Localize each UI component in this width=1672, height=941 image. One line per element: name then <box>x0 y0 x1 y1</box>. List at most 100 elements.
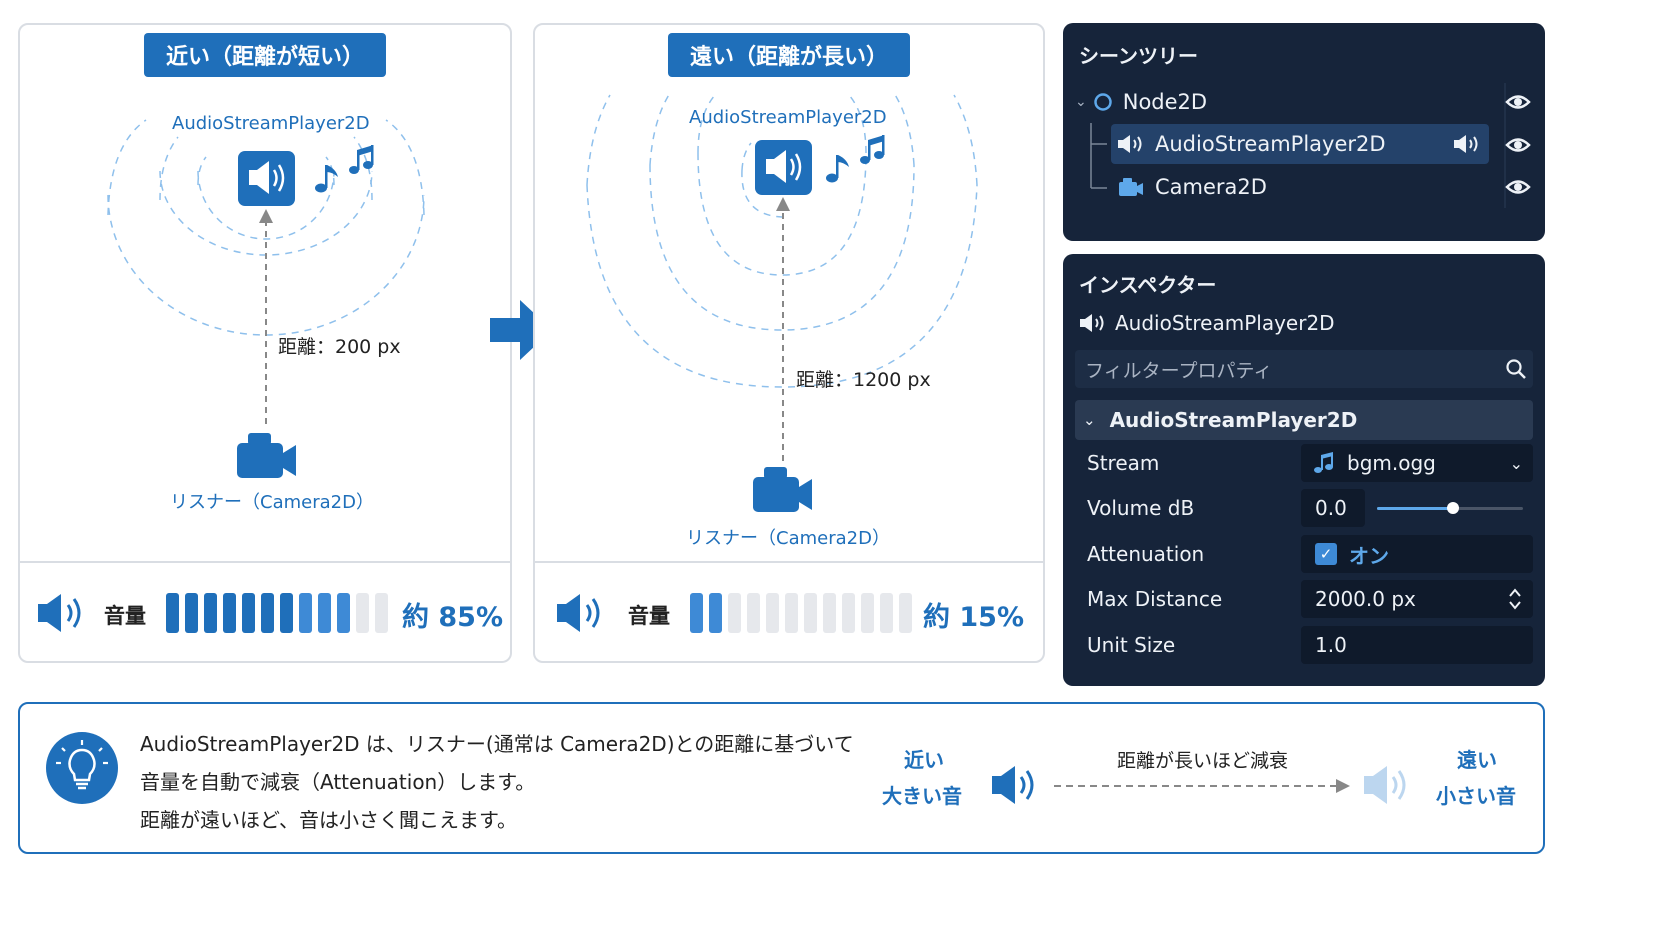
chevron-down-icon: ⌄ <box>1083 411 1096 429</box>
property-key: Max Distance <box>1087 587 1223 611</box>
loud-speaker-icon <box>992 766 1034 804</box>
near-panel: 近い（距離が短い） <box>18 23 512 663</box>
far-emitter-label: AudioStreamPlayer2D <box>689 107 887 128</box>
volume-segment <box>823 593 836 633</box>
volume-slider-knob[interactable] <box>1446 502 1459 514</box>
tree-node-label: Camera2D <box>1155 175 1267 199</box>
property-key: Stream <box>1087 451 1160 475</box>
volume-segment <box>766 593 779 633</box>
unit-size-field[interactable]: 1.0 <box>1301 626 1533 664</box>
fade-arrow <box>1054 779 1350 793</box>
inspector-panel: インスペクター AudioStreamPlayer2D フィルタープロパティ ⌄… <box>1063 254 1545 686</box>
visibility-eye-icon[interactable] <box>1505 89 1531 115</box>
right-arrow-icon <box>490 300 552 360</box>
visibility-eye-icon[interactable] <box>1505 174 1531 200</box>
volume-slider-fill <box>1377 507 1453 510</box>
attenuation-value: オン <box>1349 543 1389 568</box>
speaker-icon <box>1080 314 1104 332</box>
property-attenuation: Attenuation ✓ オン <box>1075 533 1533 575</box>
volume-segment <box>204 593 217 633</box>
tree-node-label: Node2D <box>1122 90 1208 114</box>
near-divider <box>20 561 510 563</box>
far-label-2: 小さい音 <box>1436 784 1516 808</box>
section-header[interactable]: ⌄ AudioStreamPlayer2D <box>1075 400 1533 440</box>
chevron-down-icon[interactable]: ⌄ <box>1075 94 1087 110</box>
tree-node-node2d[interactable]: ⌄ Node2D <box>1075 82 1531 122</box>
attenuation-toggle[interactable]: ✓ オン <box>1301 535 1533 573</box>
unit-size-value: 1.0 <box>1315 633 1347 657</box>
scene-tree-panel: シーンツリー ⌄ Node2D AudioStreamPlayer2D <box>1063 23 1545 241</box>
info-panel: AudioStreamPlayer2D は、リスナー(通常は Camera2D)… <box>18 702 1545 854</box>
lightbulb-icon <box>46 732 118 804</box>
volume-segment <box>242 593 255 633</box>
property-stream: Stream bgm.ogg ⌄ <box>1075 442 1533 484</box>
volume-segment <box>299 593 312 633</box>
stream-value: bgm.ogg <box>1347 451 1436 475</box>
volume-segment <box>166 593 179 633</box>
stream-select[interactable]: bgm.ogg ⌄ <box>1301 444 1533 482</box>
volume-segment <box>709 593 722 633</box>
volume-segment <box>899 593 912 633</box>
checkbox-checked-icon[interactable]: ✓ <box>1315 543 1337 565</box>
far-listener-label: リスナー（Camera2D） <box>686 528 890 549</box>
tree-lines <box>1090 83 1506 208</box>
far-divider <box>535 561 1043 563</box>
audio-file-icon <box>1314 452 1333 473</box>
near-title: 近い（距離が短い） <box>143 33 387 77</box>
speaker-icon <box>1118 135 1142 153</box>
property-volume-db: Volume dB 0.0 <box>1075 487 1533 529</box>
near-visual <box>107 119 425 478</box>
far-distance-label: 距離：1200 px <box>796 369 931 391</box>
near-volume-meter <box>166 593 388 633</box>
volume-segment <box>785 593 798 633</box>
volume-segment <box>690 593 703 633</box>
max-distance-spinbox[interactable]: 2000.0 px <box>1301 580 1533 618</box>
max-distance-value: 2000.0 px <box>1315 587 1416 611</box>
volume-db-slider[interactable] <box>1377 502 1523 514</box>
far-visual <box>586 92 978 512</box>
inspector-title: インスペクター <box>1079 273 1217 297</box>
far-title: 遠い（距離が長い） <box>667 33 911 77</box>
near-label-2: 大きい音 <box>882 784 962 808</box>
search-icon[interactable] <box>1505 358 1527 380</box>
spin-updown-icon[interactable] <box>1507 586 1523 612</box>
volume-segment <box>728 593 741 633</box>
volume-segment <box>880 593 893 633</box>
info-line-1: AudioStreamPlayer2D は、リスナー(通常は Camera2D)… <box>140 732 854 756</box>
far-volume-meter <box>690 593 912 633</box>
volume-segment <box>842 593 855 633</box>
speaker-icon <box>1454 135 1478 153</box>
volume-segment <box>804 593 817 633</box>
tree-node-label: AudioStreamPlayer2D <box>1155 132 1386 156</box>
filter-placeholder: フィルタープロパティ <box>1085 359 1273 382</box>
property-unit-size: Unit Size 1.0 <box>1075 624 1533 666</box>
chevron-down-icon: ⌄ <box>1509 453 1523 473</box>
quiet-speaker-icon <box>1364 766 1406 804</box>
volume-segment <box>185 593 198 633</box>
property-key: Attenuation <box>1087 542 1205 566</box>
volume-segment <box>280 593 293 633</box>
near-distance-label: 距離：200 px <box>278 336 401 358</box>
visibility-eye-icon[interactable] <box>1505 132 1531 158</box>
far-volume-icon <box>557 594 600 632</box>
far-label-1: 遠い <box>1457 748 1497 772</box>
volume-db-field[interactable]: 0.0 <box>1301 489 1365 527</box>
property-key: Unit Size <box>1087 633 1176 657</box>
volume-segment <box>261 593 274 633</box>
tree-node-camera2d[interactable]: Camera2D <box>1117 167 1531 207</box>
far-volume-label: 音量 <box>628 604 670 628</box>
near-emitter-label: AudioStreamPlayer2D <box>172 113 370 134</box>
far-panel: 遠い（距離が長い） <box>533 23 1045 663</box>
near-label-1: 近い <box>904 748 944 772</box>
camera-icon <box>1119 178 1143 196</box>
near-volume-label: 音量 <box>104 604 146 628</box>
scene-tree-title: シーンツリー <box>1079 44 1198 68</box>
near-volume-icon <box>38 594 81 632</box>
volume-segment <box>375 593 388 633</box>
volume-db-value: 0.0 <box>1315 496 1347 520</box>
inspector-node-header: AudioStreamPlayer2D <box>1079 311 1335 335</box>
tree-node-audiostreamplayer2d[interactable]: AudioStreamPlayer2D <box>1111 124 1489 164</box>
info-line-2: 音量を自動で減衰（Attenuation）します。 <box>140 770 536 794</box>
filter-properties-input[interactable]: フィルタープロパティ <box>1075 350 1533 388</box>
inspector-node-name: AudioStreamPlayer2D <box>1115 311 1335 335</box>
